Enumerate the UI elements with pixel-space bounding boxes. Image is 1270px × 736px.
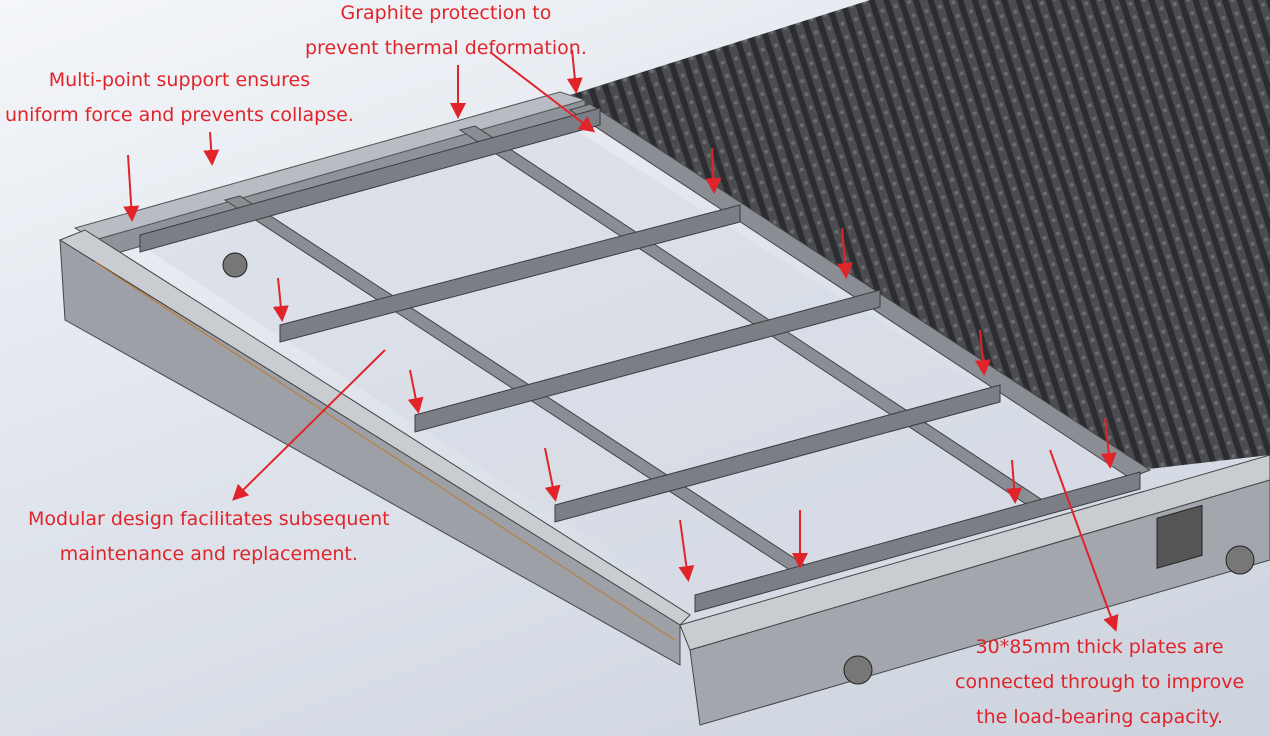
annotation-text: prevent thermal deformation. — [305, 37, 587, 59]
longitudinal-beam — [568, 103, 1152, 479]
arrow — [974, 329, 991, 376]
arrow — [837, 227, 853, 279]
connector-plate — [1156, 504, 1203, 569]
annotation-arrows — [123, 49, 1119, 632]
arrow — [123, 154, 140, 222]
arrow — [1006, 459, 1023, 504]
arrow — [272, 277, 289, 322]
wheel — [222, 252, 248, 278]
arrow — [1049, 449, 1119, 632]
annotation-text: the load-bearing capacity. — [976, 706, 1223, 728]
transverse-bar — [139, 107, 601, 253]
annotation-text: 30*85mm thick plates are — [975, 636, 1224, 658]
right-rail-face — [689, 479, 1270, 726]
wheel — [1225, 545, 1255, 575]
annotation-text: Multi-point support ensures — [48, 69, 311, 91]
annotation-text: Modular design facilitates subsequent — [28, 508, 390, 530]
arrow — [203, 131, 220, 166]
wheel — [843, 655, 873, 685]
annotation-text: Graphite protection to — [340, 2, 552, 24]
front-rail-edge — [94, 261, 676, 641]
transverse-bar — [279, 204, 741, 343]
transverse-bar — [554, 384, 1001, 523]
arrow — [678, 519, 695, 582]
arrow — [544, 447, 561, 502]
annotation-plates: 30*85mm thick plates are connected throu… — [955, 630, 1244, 735]
arrow — [705, 147, 722, 194]
transverse-bar — [414, 289, 881, 433]
annotation-support: Multi-point support ensures uniform forc… — [5, 63, 354, 133]
arrow — [232, 349, 386, 501]
arrow — [407, 369, 424, 414]
slat-grating — [570, 0, 1270, 470]
annotation-graphite: Graphite protection to prevent thermal d… — [305, 0, 587, 66]
arrow — [489, 51, 596, 133]
front-rail-face — [59, 239, 681, 666]
arrow — [566, 49, 583, 94]
arrow — [1100, 417, 1117, 469]
annotation-modular: Modular design facilitates subsequent ma… — [28, 502, 390, 572]
transverse-bars — [139, 107, 1141, 613]
transverse-bar — [694, 471, 1141, 613]
annotation-text: uniform force and prevents collapse. — [5, 104, 354, 126]
annotation-text: connected through to improve — [955, 671, 1245, 693]
annotation-text: maintenance and replacement. — [59, 543, 358, 565]
